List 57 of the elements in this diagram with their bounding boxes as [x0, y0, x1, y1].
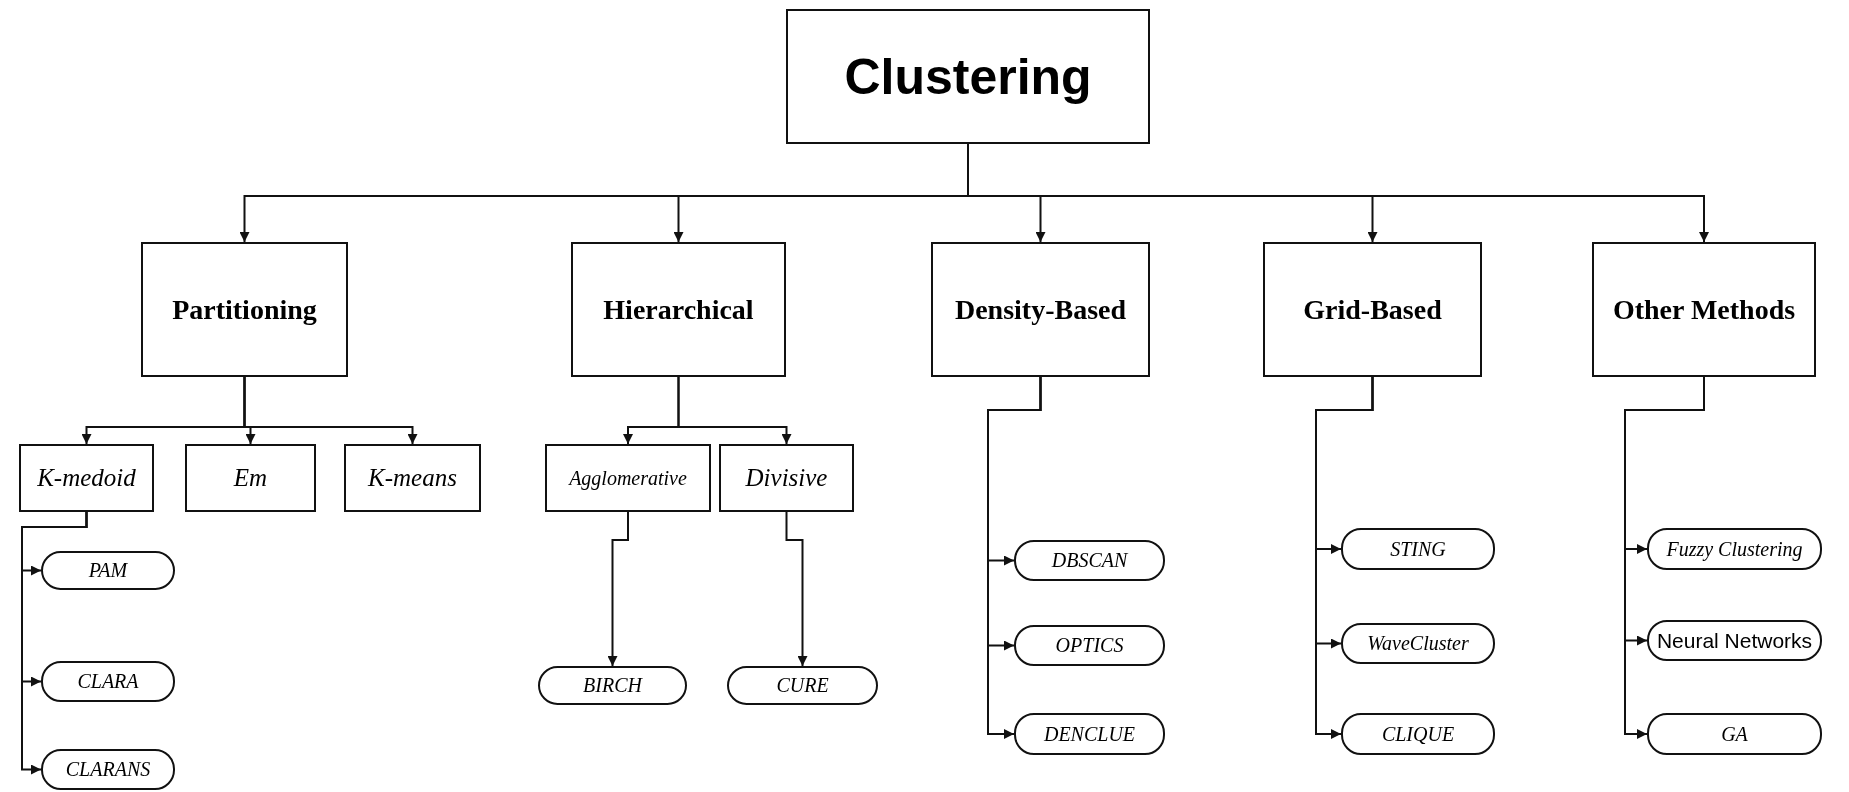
node-label: Neural Networks — [1656, 628, 1813, 653]
node-label: OPTICS — [1055, 634, 1124, 657]
rounded-method-box — [41, 749, 175, 790]
node-label: BIRCH — [583, 674, 642, 697]
node-label: PAM — [88, 559, 128, 582]
rounded-method-box — [727, 666, 878, 705]
node-label: CLARANS — [65, 758, 151, 781]
connector-arrow — [1315, 376, 1374, 739]
node-label: Grid-Based — [1303, 293, 1442, 326]
node-label: Density-Based — [954, 293, 1127, 326]
rounded-method-box — [1341, 713, 1495, 755]
rounded-method-box — [41, 551, 175, 590]
node-label: Em — [233, 464, 268, 492]
node-label: Fuzzy Clustering — [1666, 537, 1803, 561]
rounded-method-box — [1341, 623, 1495, 664]
node-label: WaveCluster — [1367, 632, 1469, 655]
connector-arrow — [607, 511, 629, 667]
node-label: CLARA — [77, 670, 139, 693]
node-label: CURE — [776, 674, 829, 697]
node-label: Other Methods — [1612, 293, 1796, 326]
node-label: DENCLUE — [1043, 722, 1136, 746]
category-box — [141, 242, 348, 377]
category-box — [19, 444, 154, 512]
node-label: K-means — [368, 464, 457, 492]
node-label: DBSCAN — [1051, 549, 1128, 572]
node-label: K-medoid — [37, 464, 136, 492]
rounded-method-box — [538, 666, 687, 705]
rounded-method-box — [1647, 620, 1822, 661]
connector-arrow — [21, 511, 88, 775]
rounded-method-box — [1014, 540, 1165, 581]
category-box — [931, 242, 1150, 377]
category-box — [571, 242, 786, 377]
rounded-method-box — [1014, 713, 1165, 755]
category-box — [344, 444, 481, 512]
connector-arrow — [243, 376, 418, 445]
rounded-method-box — [1647, 528, 1822, 570]
rounded-method-box — [1647, 713, 1822, 755]
rounded-method-box — [1014, 625, 1165, 666]
connector-arrow — [785, 511, 808, 667]
rounded-method-box — [41, 661, 175, 702]
connector-arrow — [987, 376, 1042, 739]
node-label: Clustering — [844, 47, 1092, 106]
node-label: Partitioning — [172, 293, 317, 326]
connector-arrow — [677, 376, 792, 445]
node-label: STING — [1390, 537, 1446, 561]
node-label: Divisive — [745, 464, 828, 492]
node-label: Agglomerative — [569, 466, 687, 490]
category-box — [1263, 242, 1482, 377]
node-label: GA — [1721, 722, 1748, 746]
category-box — [1592, 242, 1816, 377]
category-box — [185, 444, 316, 512]
category-box — [545, 444, 711, 512]
node-label: CLIQUE — [1381, 722, 1455, 746]
node-label: Hierarchical — [603, 293, 754, 326]
rounded-method-box — [1341, 528, 1495, 570]
root-box — [786, 9, 1150, 144]
category-box — [719, 444, 854, 512]
